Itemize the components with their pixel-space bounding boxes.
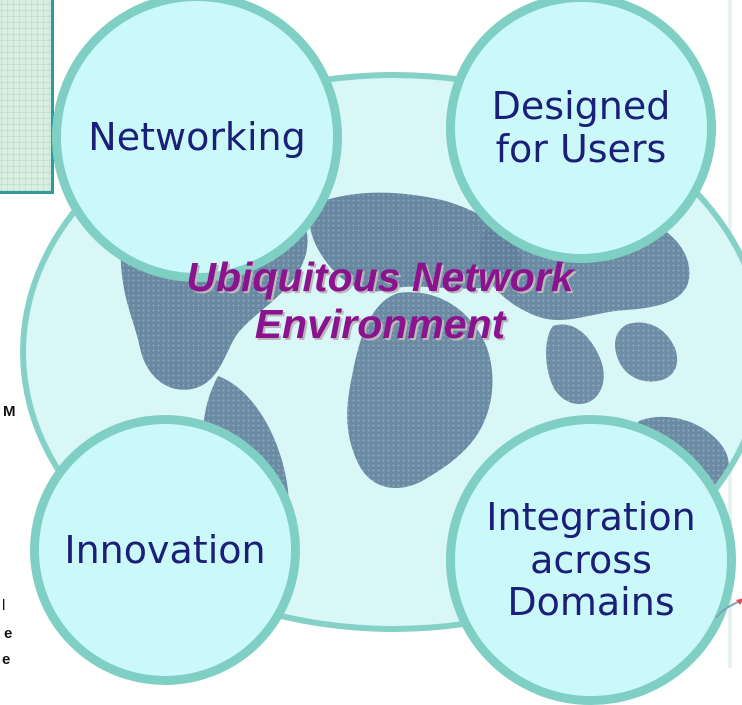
clipped-text-fragment: e <box>4 625 13 642</box>
integration-across-domains-label-line: across <box>530 537 652 582</box>
networking-node: Networking <box>52 0 342 282</box>
ubiquitous-network-title: Ubiquitous Network Environment <box>100 254 660 348</box>
innovation-label-line: Innovation <box>64 527 266 572</box>
designed-for-users-label: Designed for Users <box>492 85 671 170</box>
integration-across-domains-label-line: Integration <box>486 495 696 540</box>
networking-label: Networking <box>88 116 305 159</box>
innovation-label: Innovation <box>64 529 265 572</box>
integration-across-domains-label: Integration across Domains <box>486 496 695 624</box>
clipped-text-fragment: l <box>2 597 6 614</box>
left-panel-fragment <box>0 0 54 194</box>
innovation-node: Innovation <box>30 415 300 685</box>
clipped-text-fragment: M <box>3 403 16 420</box>
integration-across-domains-label-line: Domains <box>507 580 675 625</box>
clipped-text-fragment: e <box>2 651 11 668</box>
corner-decoration-icon <box>715 598 742 619</box>
integration-across-domains-node: Integration across Domains <box>446 415 736 705</box>
globe-icon <box>0 78 1 82</box>
networking-label-line: Networking <box>88 114 306 159</box>
designed-for-users-label-line: for Users <box>495 127 667 171</box>
title-line: Ubiquitous Network <box>186 254 574 300</box>
title-line: Environment <box>254 301 506 348</box>
designed-for-users-node: Designed for Users <box>446 0 716 263</box>
designed-for-users-label-line: Designed <box>491 84 671 129</box>
